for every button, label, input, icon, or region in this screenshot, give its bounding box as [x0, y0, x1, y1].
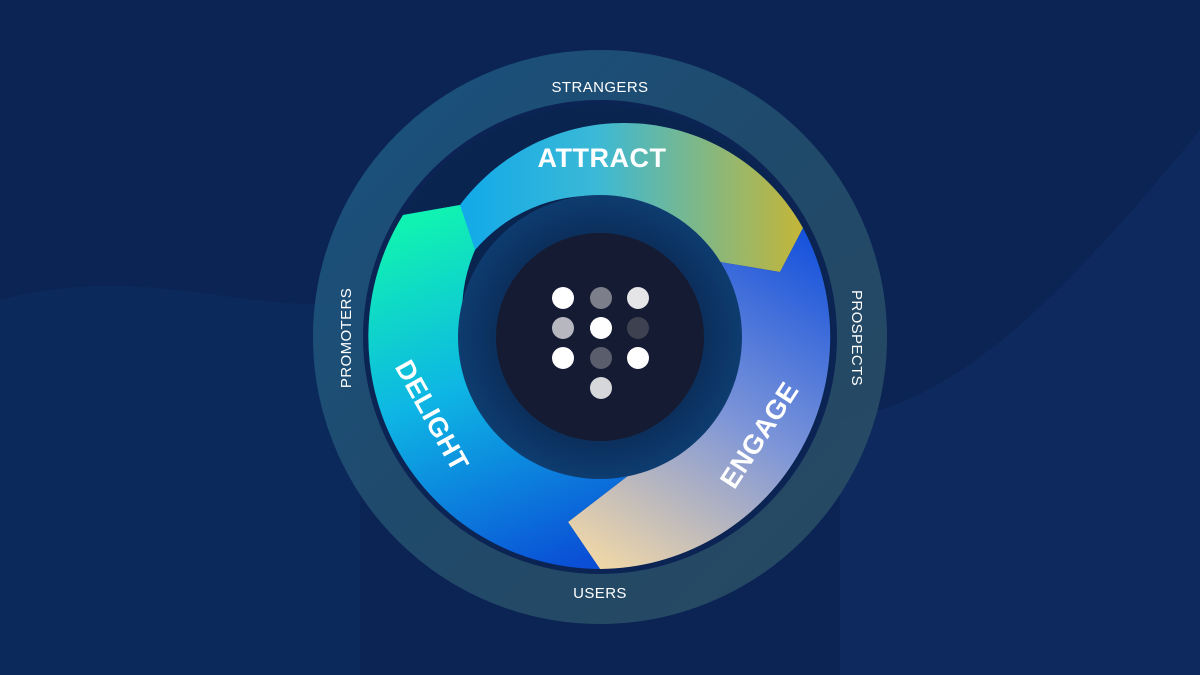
background-wave-right [840, 130, 1200, 675]
label-users: USERS [573, 585, 627, 602]
logo-dot [590, 317, 612, 339]
logo-dot [552, 287, 574, 309]
logo-dot [552, 317, 574, 339]
engage-segment [568, 228, 831, 569]
label-strangers: STRANGERS [552, 79, 649, 96]
logo-dot [590, 377, 612, 399]
outer-ring [313, 50, 887, 624]
logo-dot [552, 347, 574, 369]
attract-segment [403, 122, 803, 272]
logo-dot [627, 347, 649, 369]
logo-dot [590, 287, 612, 309]
logo-dot [590, 347, 612, 369]
logo-dot [627, 317, 649, 339]
logo-icon [552, 287, 649, 399]
delight-segment [368, 205, 642, 569]
label-attract: ATTRACT [538, 143, 667, 173]
label-prospects: PROSPECTS [848, 290, 865, 386]
label-promoters: PROMOTERS [338, 288, 355, 388]
background-wave-left [0, 285, 360, 675]
logo-dot [627, 287, 649, 309]
